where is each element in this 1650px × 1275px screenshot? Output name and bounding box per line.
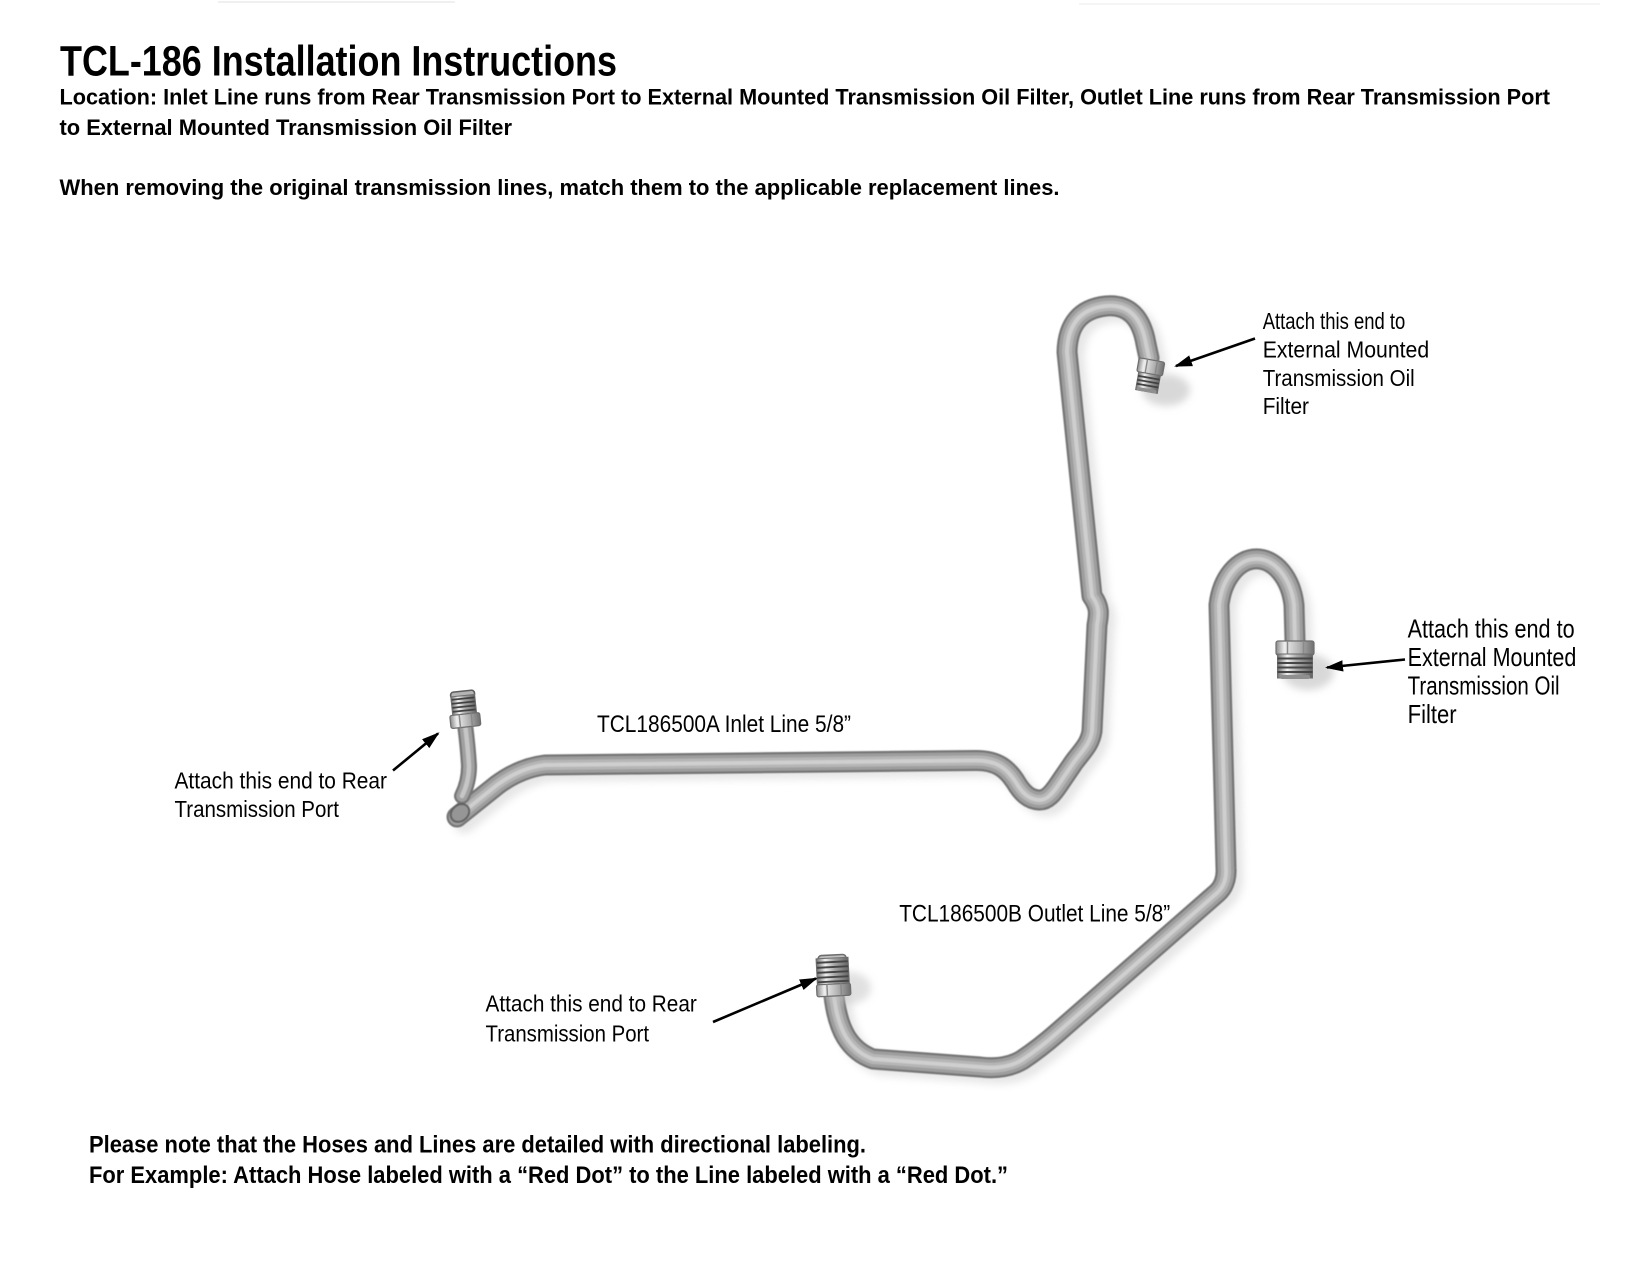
svg-text:to External Mounted Transmissi: to External Mounted Transmission Oil Fil…	[60, 115, 513, 140]
svg-text:TCL-186 Installation Instructi: TCL-186 Installation Instructions	[60, 39, 617, 86]
svg-text:Filter: Filter	[1263, 393, 1310, 419]
svg-text:Transmission Oil: Transmission Oil	[1263, 365, 1415, 391]
svg-text:Filter: Filter	[1408, 699, 1457, 729]
svg-text:External Mounted: External Mounted	[1263, 336, 1430, 362]
svg-text:TCL186500B Outlet Line 5/8”: TCL186500B Outlet Line 5/8”	[899, 901, 1170, 928]
svg-text:Transmission Oil: Transmission Oil	[1408, 670, 1560, 700]
svg-text:When removing the original tra: When removing the original transmission …	[60, 175, 1060, 200]
svg-text:Transmission Port: Transmission Port	[175, 796, 340, 822]
svg-text:Attach this end to Rear: Attach this end to Rear	[486, 991, 697, 1017]
svg-text:Attach this end to Rear: Attach this end to Rear	[175, 767, 388, 793]
svg-text:External Mounted: External Mounted	[1408, 642, 1577, 672]
svg-text:Attach this end to: Attach this end to	[1263, 308, 1406, 334]
svg-text:Please note that the Hoses and: Please note that the Hoses and Lines are…	[89, 1132, 866, 1159]
svg-text:TCL186500A Inlet Line 5/8”: TCL186500A Inlet Line 5/8”	[597, 711, 851, 738]
svg-text:Location: Inlet Line runs from: Location: Inlet Line runs from Rear Tran…	[60, 85, 1551, 110]
svg-text:For Example: Attach Hose label: For Example: Attach Hose labeled with a …	[89, 1162, 1008, 1189]
svg-text:Transmission Port: Transmission Port	[486, 1021, 650, 1047]
svg-text:Attach this end to: Attach this end to	[1408, 614, 1575, 644]
